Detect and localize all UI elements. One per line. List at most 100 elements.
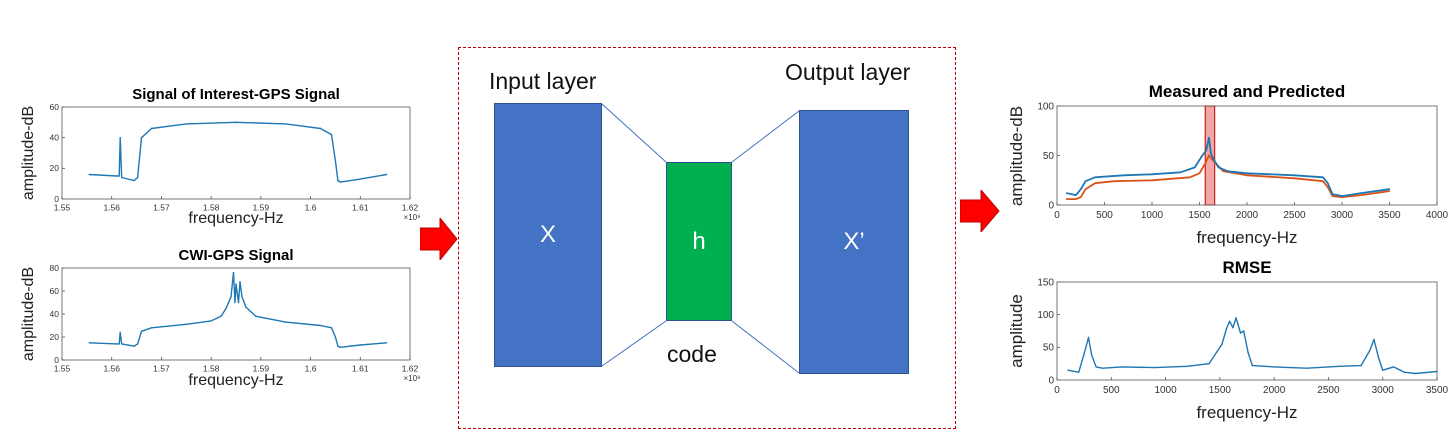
data-point (1217, 349, 1219, 352)
data-point (1204, 162, 1206, 165)
x-tick-label: 1.56 (103, 203, 120, 213)
output-layer-label: Output layer (785, 59, 911, 85)
plot-frame (61, 267, 411, 361)
data-point (150, 327, 153, 329)
data-point (1087, 336, 1090, 339)
data-point (337, 179, 339, 182)
x-axis-label: frequency-Hz (188, 210, 283, 227)
data-point (235, 121, 237, 123)
x-tick-label: 500 (1096, 210, 1113, 221)
data-point (1122, 174, 1125, 176)
y-tick-label: 50 (1043, 343, 1055, 354)
data-point (220, 315, 222, 317)
data-point (1080, 188, 1082, 190)
data-point (1151, 173, 1153, 175)
data-point (1078, 371, 1080, 373)
x-tick-label: 2500 (1283, 210, 1306, 221)
data-point (232, 271, 235, 274)
data-point (339, 346, 342, 348)
data-point (1251, 364, 1254, 367)
data-point (339, 181, 342, 183)
y-tick-label: 100 (1037, 310, 1054, 321)
data-point (119, 137, 121, 139)
plot-frame (61, 106, 411, 200)
data-point (1151, 179, 1153, 181)
data-point (1306, 367, 1308, 369)
data-point (239, 281, 241, 283)
data-point (1331, 193, 1334, 195)
data-point (1121, 366, 1123, 368)
code-label: code (667, 341, 717, 367)
x-tick-label: 1.59 (253, 364, 270, 374)
chart-title: CWI-GPS Signal (178, 247, 293, 264)
data-point (1232, 327, 1234, 329)
data-point (88, 173, 91, 176)
data-point (1436, 370, 1438, 373)
y-tick-label: 0 (54, 355, 59, 365)
input-layer-block: X (494, 103, 602, 367)
x-axis-label: frequency-Hz (188, 372, 283, 389)
data-point (230, 296, 232, 298)
y-tick-label: 150 (1037, 277, 1054, 288)
data-point (334, 336, 337, 338)
data-point (1208, 137, 1210, 139)
x-tick-label: 2500 (1317, 385, 1340, 396)
data-point (1065, 192, 1068, 194)
right-arrow-left (420, 218, 458, 260)
data-point (234, 301, 236, 304)
data-point (285, 321, 287, 323)
data-point (1084, 188, 1087, 190)
x-tick-label: 500 (1103, 385, 1120, 396)
data-point (1205, 149, 1207, 152)
data-point (88, 342, 91, 344)
data-point (330, 327, 333, 329)
output-symbol: X’ (843, 228, 865, 255)
code-symbol: h (692, 227, 706, 255)
x-exponent-label: ×10⁹ (404, 213, 421, 222)
y-tick-label: 100 (1037, 101, 1054, 112)
data-point (1189, 176, 1191, 178)
data-point (1239, 332, 1242, 334)
data-point (1228, 320, 1231, 322)
data-point (185, 123, 187, 125)
y-tick-label: 20 (50, 163, 60, 173)
data-point (1369, 349, 1371, 352)
y-axis-label: amplitude (1007, 294, 1026, 368)
output-layer-block: X’ (799, 110, 909, 374)
series-line-0 (1066, 154, 1390, 200)
data-point (133, 345, 135, 347)
x-tick-label: 1.61 (352, 364, 369, 374)
data-point (1341, 195, 1343, 197)
x-tick-label: 1.6 (305, 203, 317, 213)
right-arrow-right (960, 190, 1000, 232)
data-point (334, 160, 337, 162)
autoencoder-diagram: Input layer Output layer X h X’ code (458, 47, 956, 429)
y-axis-label: amplitude-dB (1007, 106, 1026, 206)
y-tick-label: 40 (50, 133, 60, 143)
y-tick-label: 80 (50, 263, 60, 273)
input-symbol: X (539, 221, 556, 248)
data-point (1227, 170, 1229, 172)
x-tick-label: 0 (1054, 385, 1060, 396)
data-point (121, 343, 123, 345)
x-tick-label: 1000 (1154, 385, 1177, 396)
data-point (1327, 186, 1329, 188)
data-point (1154, 366, 1156, 369)
data-point (140, 137, 143, 139)
x-tick-label: 1.6 (305, 364, 317, 374)
input-layer-label: Input layer (489, 68, 597, 94)
x-tick-label: 1.61 (352, 203, 369, 213)
data-point (1246, 172, 1248, 174)
data-point (1101, 367, 1104, 369)
x-tick-label: 1.55 (54, 364, 71, 374)
data-point (1091, 354, 1093, 356)
data-point (1414, 372, 1416, 375)
data-point (237, 301, 240, 304)
connection-lines (601, 103, 800, 374)
data-point (1331, 195, 1334, 197)
data-point (140, 330, 143, 332)
x-tick-label: 2000 (1263, 385, 1286, 396)
